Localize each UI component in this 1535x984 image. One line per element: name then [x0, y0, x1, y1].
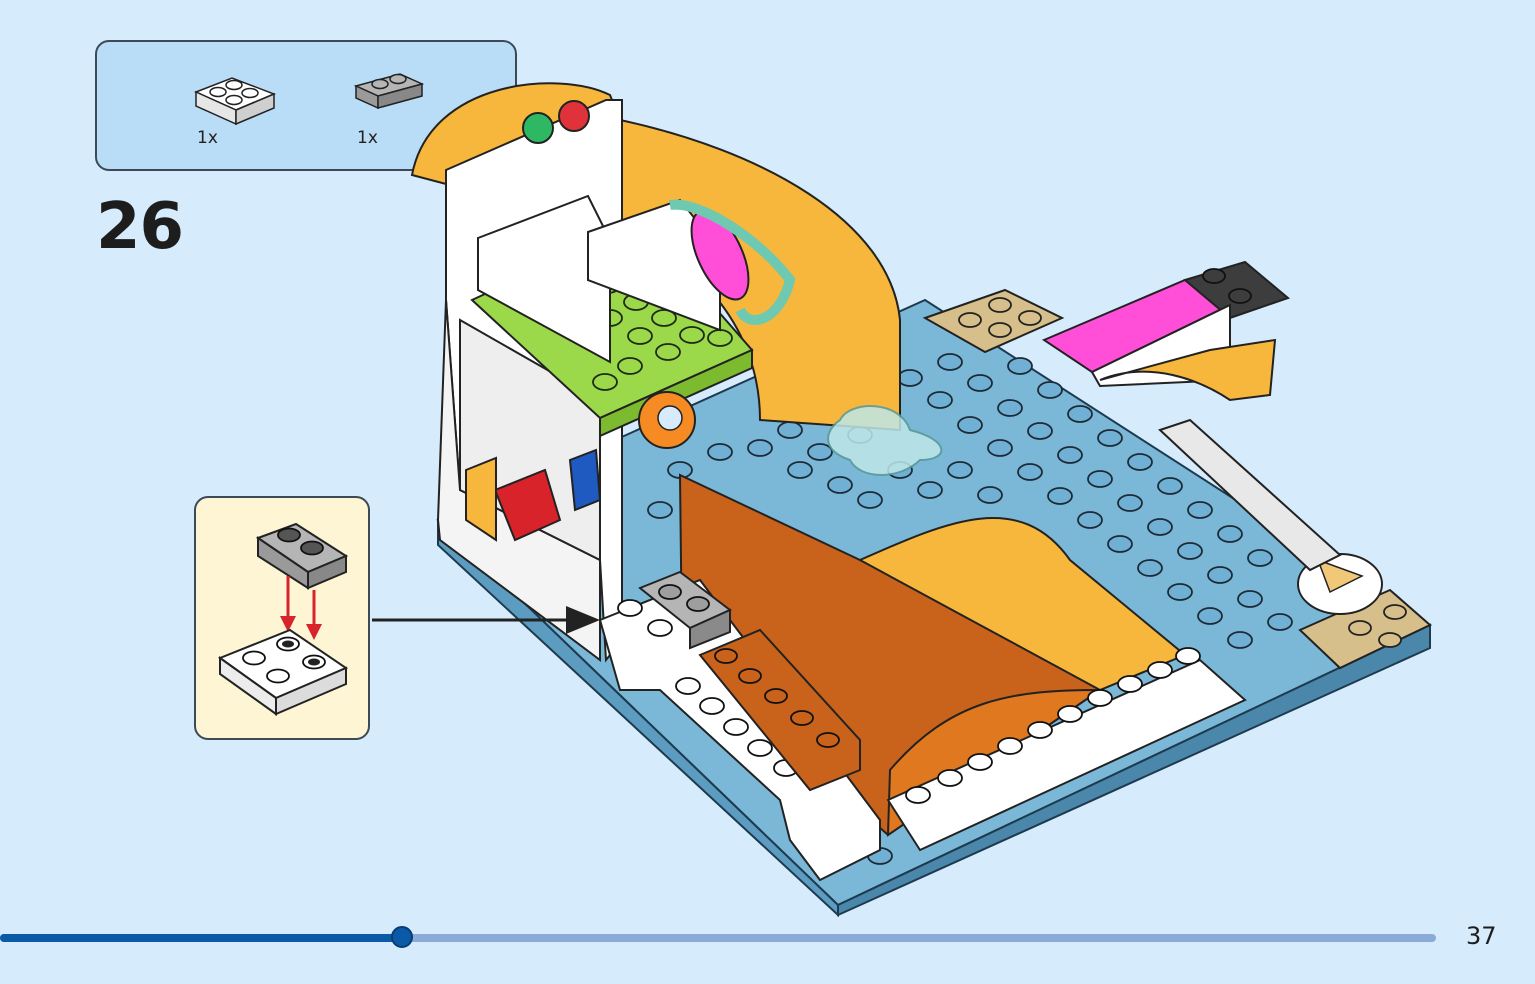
- white-plate-2x2-icon: [194, 77, 277, 126]
- sub-assembly-diagram: [217, 522, 349, 716]
- part-quantity: 1x: [357, 128, 378, 148]
- gray-plate-1x2-icon: [353, 73, 425, 110]
- parts-list-panel: 1x 1x: [95, 40, 517, 171]
- progress-knob: [391, 926, 413, 948]
- tan-corner-plate: [922, 288, 1065, 354]
- progress-fill: [0, 934, 402, 942]
- progress-track: [0, 934, 1436, 942]
- step-number: 26: [96, 190, 184, 264]
- callout-box: [194, 496, 370, 740]
- part-quantity: 1x: [197, 128, 218, 148]
- part-white-plate-2x2: 1x: [192, 64, 292, 164]
- part-gray-plate-1x2: 1x: [352, 64, 452, 164]
- page-number: 37: [1466, 922, 1497, 950]
- progress-bar: [0, 926, 1436, 948]
